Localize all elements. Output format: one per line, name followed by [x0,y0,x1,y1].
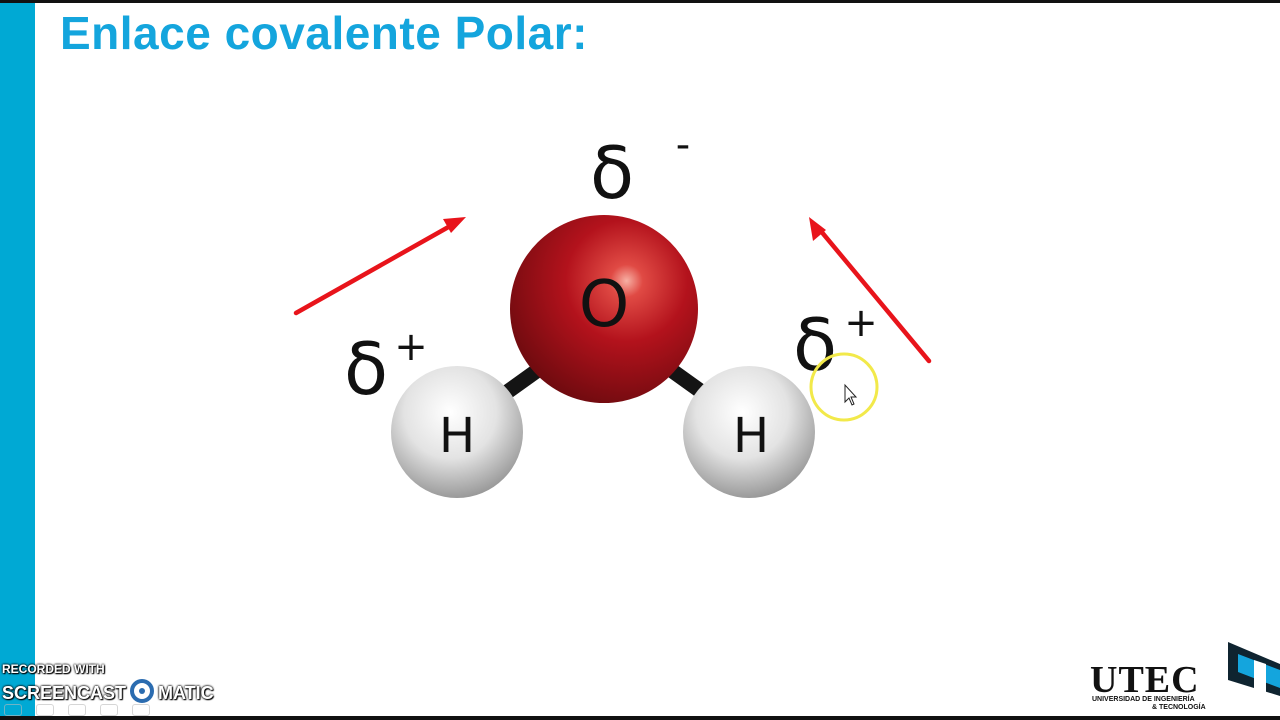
webcam-icon[interactable] [100,704,118,716]
bottom-border [0,716,1280,720]
hydrogen-left-label: H [439,408,475,464]
screencast-logo-icon [130,679,155,703]
oxygen-partial-charge-sign: - [676,122,690,168]
mouse-pointer-icon [844,383,858,406]
hydrogen-atom-right [683,366,815,498]
settings-icon[interactable] [132,704,150,716]
hydrogen-right-label: H [733,408,769,464]
utec-logo: UTEC UNIVERSIDAD DE INGENIERÍA & TECNOLO… [1086,640,1280,716]
watermark-brand-right: MATIC [158,682,214,703]
pencil-icon[interactable] [36,704,54,716]
hydrogen-left-partial-charge-sign: + [394,324,428,370]
watermark-recorded-with: RECORDED WITH [2,662,105,676]
cursor-highlight [809,352,879,422]
top-border [0,0,1280,3]
hydrogen-left-partial-charge-symbol: δ [344,327,388,411]
oxygen-partial-charge-symbol: δ [590,131,634,215]
polarity-arrow-right [809,217,932,364]
play-icon[interactable] [4,704,22,716]
watermark-brand: SCREENCAST MATIC [2,679,214,706]
hydrogen-right-partial-charge-sign: + [844,300,878,346]
player-controls [4,704,150,716]
utec-emblem-icon [1228,642,1280,700]
polarity-arrow-left [293,217,466,316]
oxygen-label: O [579,268,629,342]
oxygen-atom [510,215,698,403]
layers-icon[interactable] [68,704,86,716]
watermark-brand-left: SCREENCAST [2,682,127,703]
left-accent-bar [0,3,35,716]
hydrogen-atom-left [391,366,523,498]
logo-subtitle-line1: UNIVERSIDAD DE INGENIERÍA [1092,696,1195,703]
logo-wordmark: UTEC [1090,659,1200,701]
slide-title: Enlace covalente Polar: [60,7,588,59]
screencast-watermark: RECORDED WITH SCREENCAST MATIC [0,660,230,716]
logo-subtitle-line2: & TECNOLOGÍA [1152,704,1206,711]
